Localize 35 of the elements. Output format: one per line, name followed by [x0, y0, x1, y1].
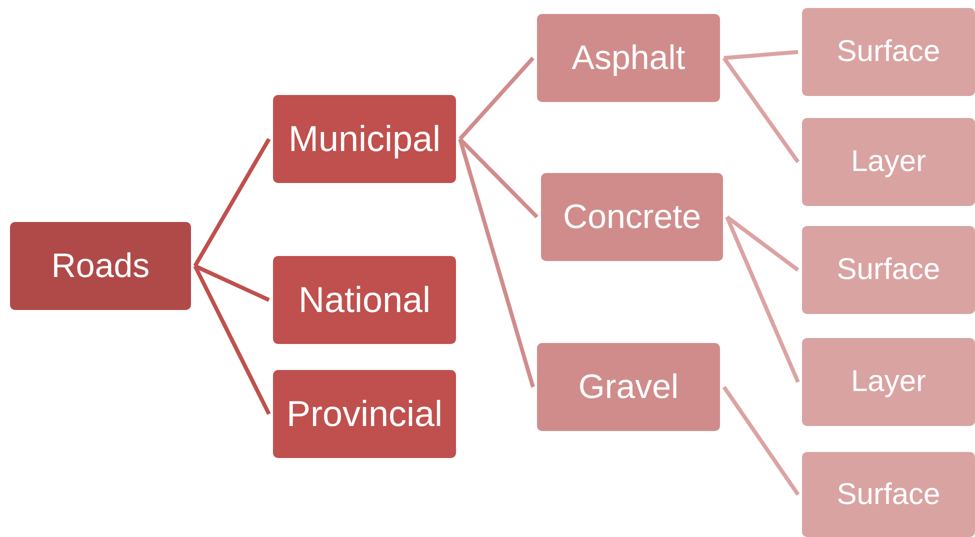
category-box: [802, 8, 975, 96]
connector-line: [194, 264, 270, 302]
category-box: [10, 222, 191, 310]
connector-line: [458, 138, 535, 388]
connector-line: [458, 138, 538, 218]
category-box: [273, 95, 456, 183]
category-label: Provincial: [286, 393, 443, 435]
category-box: [802, 226, 975, 314]
connector-line: [193, 265, 271, 415]
category-box: [802, 118, 975, 206]
connector-line: [458, 56, 534, 140]
category-box: [273, 256, 456, 344]
connector-line: [725, 216, 800, 383]
category-label: Layer: [850, 365, 926, 399]
category-box: [802, 452, 975, 537]
category-box: [537, 14, 720, 102]
category-label: Surface: [836, 35, 940, 69]
category-box: [273, 370, 456, 458]
category-label: Concrete: [563, 198, 701, 236]
connector-line: [722, 56, 800, 164]
category-box: [802, 338, 975, 426]
category-label: Asphalt: [572, 38, 686, 78]
connector-line: [726, 215, 800, 272]
connector-line: [722, 386, 800, 496]
category-label: Roads: [51, 246, 150, 286]
category-box: [541, 173, 723, 261]
category-label: Municipal: [288, 118, 441, 160]
category-label: Layer: [850, 145, 926, 179]
category-label: Surface: [836, 253, 940, 287]
connector-line: [193, 138, 271, 267]
category-label: Surface: [836, 478, 940, 512]
connector-line: [724, 50, 798, 60]
category-box: [537, 343, 720, 431]
category-label: National: [298, 279, 431, 321]
category-label: Gravel: [578, 368, 679, 406]
